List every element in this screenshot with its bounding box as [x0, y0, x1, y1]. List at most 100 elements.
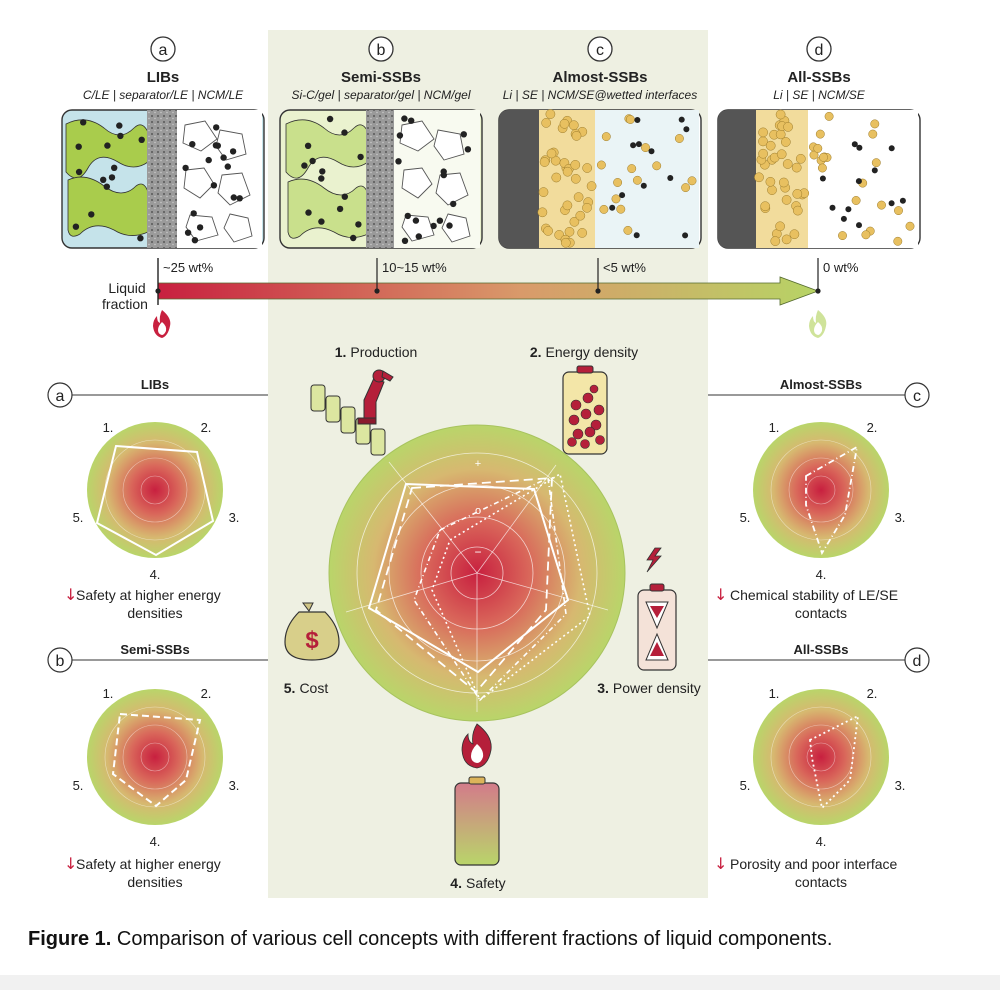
mini-letter: a [56, 388, 65, 405]
robot-arm-icon [310, 369, 394, 456]
particle [568, 120, 579, 131]
particle [894, 206, 903, 216]
axis-name: Cost [299, 680, 328, 696]
panel-title: LIBs [147, 69, 180, 86]
mini-axis-3: 3. [895, 778, 906, 793]
particle [838, 231, 847, 241]
axis-label-cost: 5.Cost [284, 680, 329, 696]
tick-dot [374, 288, 380, 294]
particle [687, 176, 697, 186]
particle [229, 148, 237, 155]
particle [319, 168, 326, 175]
radar-polygon-libs [367, 482, 570, 674]
axis-label-safety: 4.Safety [450, 875, 505, 891]
caption-text: Comparison of various cell concepts with… [111, 928, 833, 950]
particle [819, 152, 828, 162]
particle [791, 162, 802, 173]
particle [546, 148, 557, 159]
cell-schematic [61, 109, 265, 249]
particle [108, 174, 116, 181]
mini-polygon [805, 445, 859, 556]
mini-letter: c [913, 388, 921, 405]
particle [569, 216, 580, 227]
ring-mark-zero: o [475, 505, 481, 517]
particle [396, 132, 404, 139]
particle [305, 209, 312, 216]
particle [355, 221, 362, 228]
panel-title: Almost-SSBs [552, 69, 647, 86]
particle [182, 164, 189, 172]
particle [627, 164, 637, 174]
particle [758, 148, 768, 159]
axis-name: Energy density [546, 344, 639, 360]
mini-axis-2: 2. [867, 420, 878, 435]
particle [138, 136, 145, 143]
liquid-gradient-arrow [157, 276, 820, 306]
particle [318, 218, 325, 225]
particle [430, 222, 437, 230]
particle [100, 176, 107, 183]
particle [570, 173, 581, 184]
particle [562, 166, 573, 177]
mini-polygon [95, 444, 215, 557]
mini-note-line2: densities [127, 605, 182, 621]
particle [868, 129, 878, 139]
cell-schematic [498, 109, 702, 249]
particle [888, 145, 895, 152]
particle [341, 193, 348, 200]
liquid-label-line1: Liquid [108, 280, 145, 296]
particle [401, 115, 408, 122]
fire-icon [153, 310, 171, 338]
particle [795, 153, 806, 164]
particle [560, 237, 571, 248]
particle [543, 226, 553, 236]
panel-formula: Li | SE | NCM/SE [773, 88, 866, 102]
particle [851, 196, 861, 205]
money-bag-icon: $ [284, 602, 340, 661]
dollar-sign: $ [305, 627, 319, 654]
particle [545, 109, 556, 119]
particle [775, 221, 785, 232]
particle [582, 202, 592, 213]
mini-axis-4: 4. [150, 567, 161, 582]
particle [357, 153, 364, 161]
particle [652, 161, 662, 171]
mini-note-line2: contacts [795, 605, 847, 621]
particle [856, 222, 862, 229]
particle [336, 205, 344, 213]
radar-polygon-semi-ssbs [374, 477, 553, 694]
particle [640, 182, 647, 189]
axis-label-power: 3.Power density [597, 680, 701, 696]
particle [855, 178, 862, 185]
particle [460, 131, 467, 138]
mini-axis-4: 4. [150, 834, 161, 849]
mini-axis-2: 2. [867, 686, 878, 701]
panel-letter: c [596, 42, 604, 59]
particle [116, 122, 123, 129]
particle [674, 134, 684, 143]
particle [770, 236, 781, 246]
central-radar-chart: + o − 1.Production 2.Energy density 3.Po… [284, 344, 701, 891]
particle [817, 163, 827, 173]
particle [401, 237, 409, 244]
particle [819, 175, 826, 182]
tick-label: <5 wt% [603, 260, 646, 275]
particle [683, 126, 690, 133]
particle [573, 192, 584, 202]
particle [326, 115, 334, 123]
particle [893, 236, 903, 246]
particle [103, 183, 111, 190]
axis-number: 3. [597, 680, 609, 696]
mini-axis-5: 5. [740, 778, 751, 793]
mini-note-line1: Safety at higher energy [76, 587, 221, 603]
particle [224, 163, 231, 170]
tick-dot [155, 288, 161, 294]
particle [196, 224, 204, 231]
panel-b: b Semi-SSBs Si-C/gel | separator/gel | N… [279, 36, 483, 249]
axis-label-production: 1.Production [335, 344, 418, 360]
particle [446, 222, 453, 229]
particle [877, 200, 886, 210]
particle [851, 141, 858, 148]
axis-number: 5. [284, 680, 296, 696]
particle [571, 131, 582, 141]
